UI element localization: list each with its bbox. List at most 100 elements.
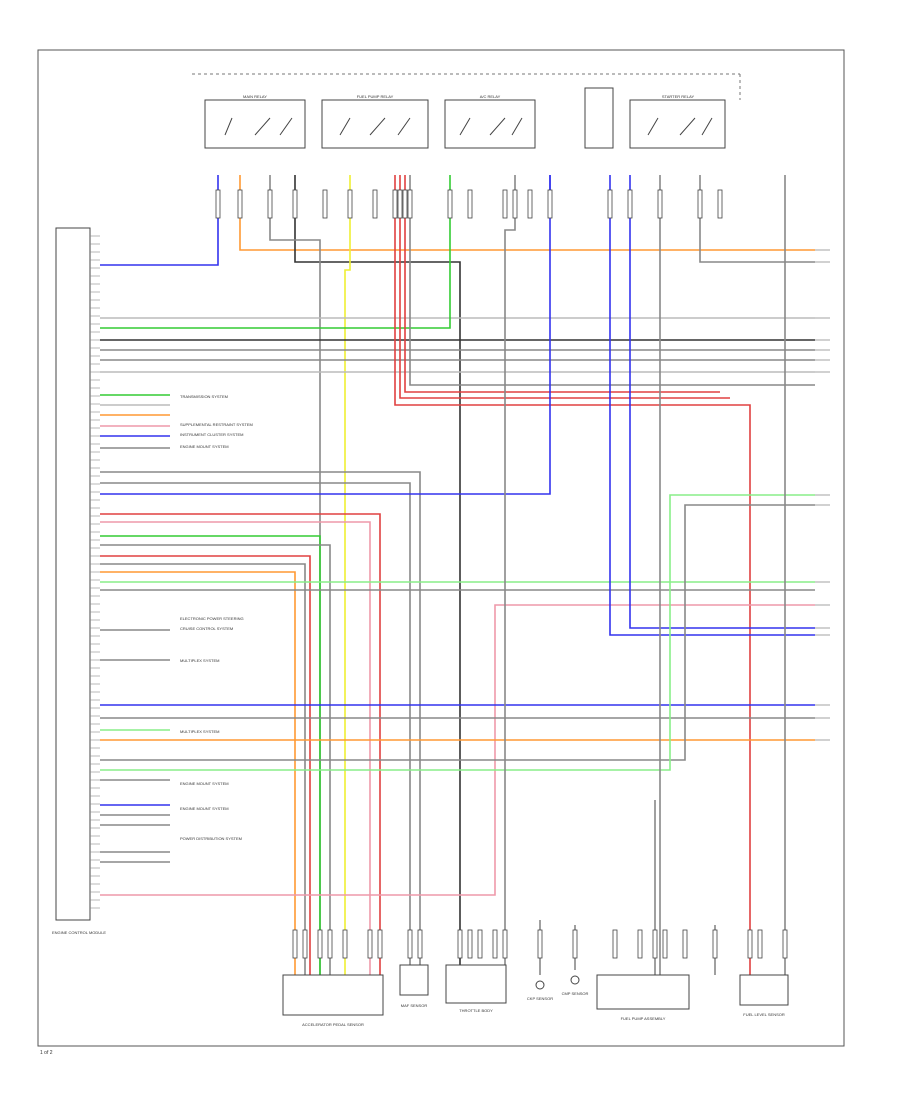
wire-gray — [100, 544, 331, 975]
connector-stub — [527, 189, 533, 219]
system-ref-label: POWER DISTRIBUTION SYSTEM — [180, 836, 242, 841]
system-ref-label: CRUISE CONTROL SYSTEM — [180, 626, 233, 631]
connector-stub — [457, 929, 463, 959]
component-label: CKP SENSOR — [527, 996, 553, 1001]
connector-stub — [547, 189, 553, 219]
wire-blue — [100, 175, 219, 266]
fuel-level-sensor — [739, 974, 789, 1006]
connector-stub — [372, 189, 378, 219]
wire-pink — [100, 521, 371, 975]
system-ref-label: TRANSMISSION SYSTEM — [180, 394, 228, 399]
connector-stub — [612, 929, 618, 959]
wire-gray — [100, 471, 421, 975]
ckp-sensor — [535, 980, 545, 990]
wire-red — [394, 175, 751, 975]
connector-stub — [327, 929, 333, 959]
accelerator-pedal-sensor — [282, 974, 384, 1016]
wire-harness — [100, 175, 830, 975]
throttle-body — [445, 964, 507, 1004]
system-ref-label: ENGINE MOUNT SYSTEM — [180, 444, 229, 449]
page-label: 1 of 2 — [40, 1050, 53, 1056]
connector-stub — [407, 189, 413, 219]
wire-gray — [100, 482, 411, 975]
connector-stub — [757, 929, 763, 959]
wire-gray — [409, 175, 815, 386]
component-label: MAF SENSOR — [401, 1003, 428, 1008]
connector-stub — [477, 929, 483, 959]
relay-switch-symbol — [339, 117, 411, 136]
connector-stub — [467, 189, 473, 219]
connector-stub — [302, 929, 308, 959]
relay-label: FUEL PUMP RELAY — [357, 94, 394, 99]
connector-stub — [447, 189, 453, 219]
wire-lightgreen — [100, 494, 815, 771]
connector-stub — [317, 929, 323, 959]
connector-stub — [267, 189, 273, 219]
connector-stub — [712, 929, 718, 959]
relay-switch-symbol — [224, 117, 293, 136]
connector-stub — [407, 929, 413, 959]
cmp-sensor — [570, 975, 580, 985]
wire-red — [100, 513, 381, 975]
wire-red — [100, 555, 311, 975]
relay-label: MAIN RELAY — [243, 94, 267, 99]
relay-fuel-pump — [321, 99, 429, 149]
component-label: ACCELERATOR PEDAL SENSOR — [302, 1022, 364, 1027]
relay-label: A/C RELAY — [480, 94, 501, 99]
component-label: CMP SENSOR — [562, 991, 589, 996]
connector-stub — [342, 929, 348, 959]
connector-stub — [237, 189, 243, 219]
system-ref-label: ENGINE MOUNT SYSTEM — [180, 781, 229, 786]
connector-stub — [502, 929, 508, 959]
wire-gray — [699, 175, 815, 263]
connector-stub — [215, 189, 221, 219]
wire-gray — [100, 504, 815, 761]
bottom-components: ACCELERATOR PEDAL SENSOR MAF SENSOR THRO… — [282, 964, 789, 1027]
relay-fuse-box — [584, 87, 614, 149]
connector-stub — [492, 929, 498, 959]
wire-blue — [609, 175, 815, 636]
connector-stub — [347, 189, 353, 219]
connector-stub — [502, 189, 508, 219]
connector-stub — [637, 929, 643, 959]
connector-stub — [652, 929, 658, 959]
connector-stub — [572, 929, 578, 959]
connector-stub — [697, 189, 703, 219]
connector-stub — [607, 189, 613, 219]
connector-stub — [747, 929, 753, 959]
diagram-frame — [37, 49, 845, 1047]
maf-sensor — [399, 964, 429, 996]
wire-green — [100, 535, 321, 975]
connector-stub — [392, 189, 398, 219]
relay-switch-symbol — [459, 117, 523, 136]
connector-stub — [467, 929, 473, 959]
connector-stub — [377, 929, 383, 959]
connector-stub — [682, 929, 688, 959]
connector-stub — [292, 189, 298, 219]
wire-pink — [100, 604, 815, 896]
connector-stub — [662, 929, 668, 959]
connector-stub — [402, 189, 408, 219]
system-references: TRANSMISSION SYSTEM SUPPLEMENTAL RESTRAI… — [180, 394, 253, 841]
relay-label: STARTER RELAY — [662, 94, 695, 99]
connector-stub — [782, 929, 788, 959]
connector-stub — [657, 189, 663, 219]
connector-stub — [367, 929, 373, 959]
system-ref-label: MULTIPLEX SYSTEM — [180, 729, 220, 734]
wire-orange — [100, 571, 296, 975]
connector-stub — [417, 929, 423, 959]
connector-stub — [322, 189, 328, 219]
connector-stub — [717, 189, 723, 219]
system-ref-label: MULTIPLEX SYSTEM — [180, 658, 220, 663]
connector-stub — [292, 929, 298, 959]
wire-green — [100, 175, 451, 329]
connector-stub — [512, 189, 518, 219]
component-label: FUEL LEVEL SENSOR — [743, 1012, 785, 1017]
wire-red — [404, 175, 720, 393]
relay-starter — [629, 99, 726, 149]
wire-blue — [100, 175, 551, 495]
system-ref-label: ENGINE MOUNT SYSTEM — [180, 806, 229, 811]
relay-switch-symbol — [647, 117, 713, 136]
relay-ac — [444, 99, 536, 149]
